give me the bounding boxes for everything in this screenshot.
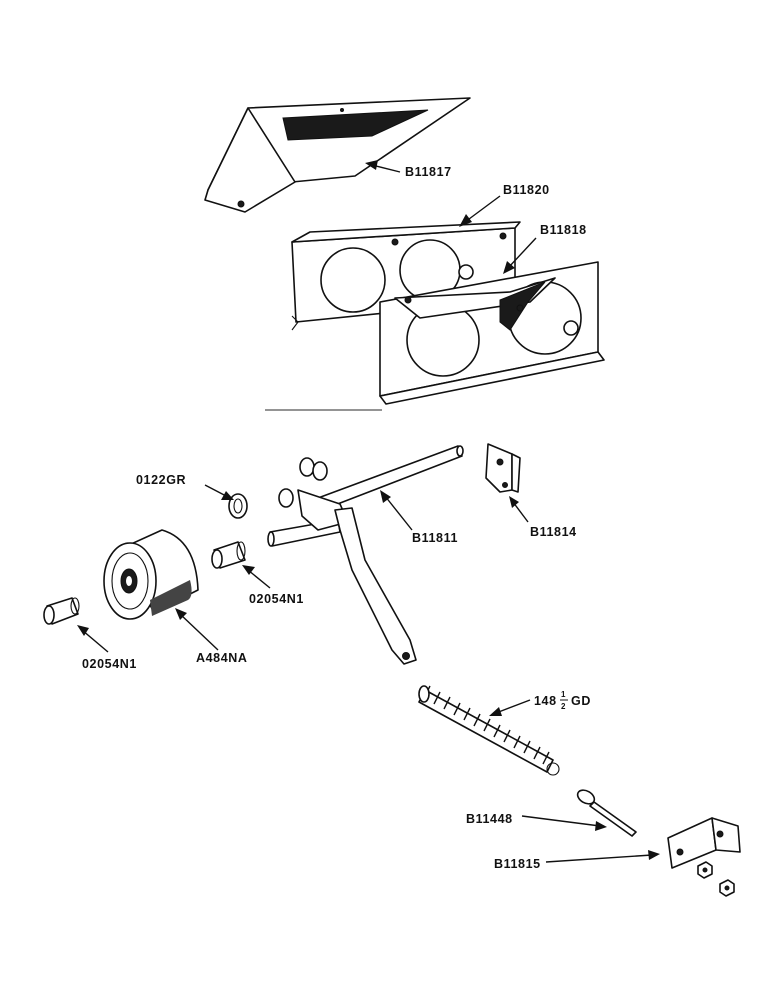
rear-housing-part <box>291 221 521 331</box>
label-b11818: B11818 <box>540 223 587 237</box>
hood-cover-part <box>204 97 471 213</box>
label-b11814: B11814 <box>530 525 577 539</box>
nut-lower-part <box>719 879 735 897</box>
leader-b11815 <box>545 850 660 863</box>
roller-drum-part <box>103 529 199 620</box>
nut-upper-part <box>697 861 713 879</box>
label-b11817: B11817 <box>405 165 452 179</box>
leader-b11820 <box>459 195 501 227</box>
label-b11448: B11448 <box>466 812 513 826</box>
leader-b11817 <box>365 160 401 173</box>
leader-02054n1-lower <box>77 625 109 653</box>
shaft-arm-part <box>267 445 464 665</box>
label-a484na: A484NA <box>196 651 248 665</box>
bushing-upper-part <box>211 541 246 569</box>
label-148gd-suffix: GD <box>571 694 591 708</box>
angle-bracket-part <box>667 817 741 869</box>
eye-bolt-part <box>576 789 637 837</box>
label-148gd-numerator: 1 <box>561 690 566 699</box>
label-b11815: B11815 <box>494 857 541 871</box>
leader-b11814 <box>509 496 529 523</box>
leader-148gd <box>489 699 531 716</box>
leader-02054n1-upper <box>242 565 271 589</box>
label-02054n1-lower: 02054N1 <box>82 657 137 671</box>
leader-b11811 <box>380 490 413 531</box>
label-148gd-denominator: 2 <box>561 702 566 711</box>
label-148gd-main: 148 <box>534 694 557 708</box>
leader-b11818 <box>503 237 537 274</box>
label-b11811: B11811 <box>412 531 458 545</box>
front-housing-part <box>379 261 605 405</box>
leader-b11448 <box>521 815 607 831</box>
small-bracket-part <box>485 443 521 493</box>
label-148gd: 148 <box>534 694 557 708</box>
bushing-lower-part <box>43 597 80 625</box>
leader-a484na <box>175 608 219 651</box>
spring-part <box>418 685 560 776</box>
leader-0122gr <box>204 484 234 500</box>
label-b11820: B11820 <box>503 183 550 197</box>
label-02054n1-upper: 02054N1 <box>249 592 304 606</box>
label-0122gr: 0122GR <box>136 473 186 487</box>
